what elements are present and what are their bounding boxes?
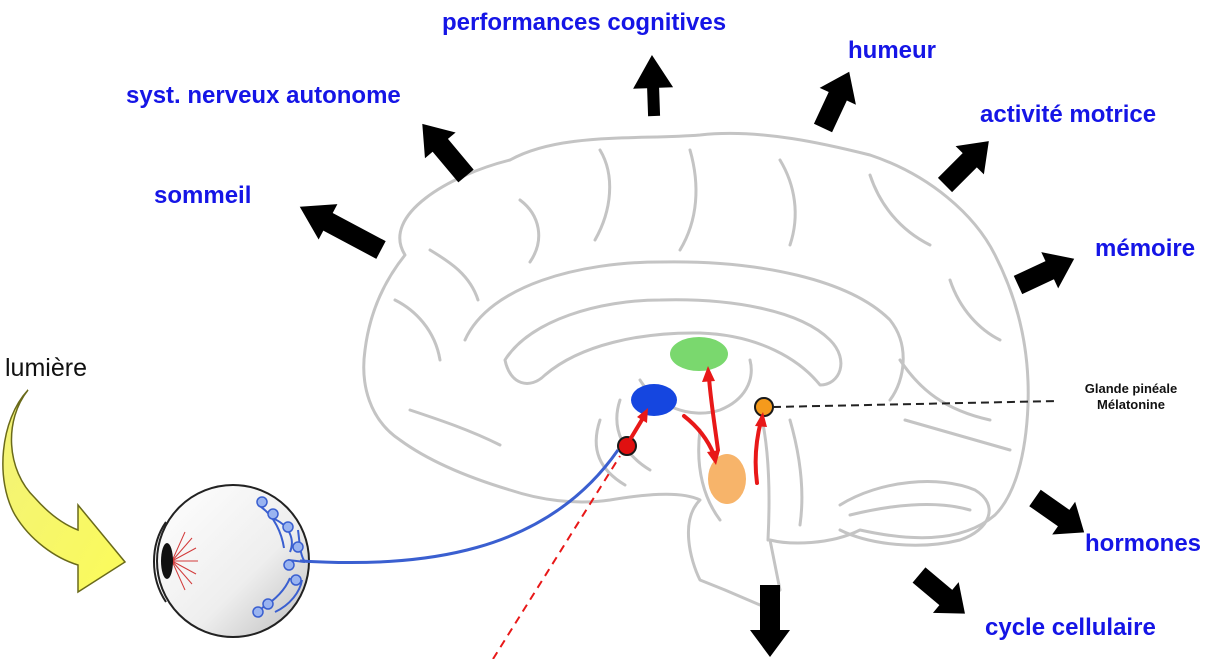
arrow-sommeil — [290, 189, 390, 268]
parieto-occipital-sulcus — [900, 360, 990, 420]
label-memoire: mémoire — [1095, 237, 1195, 261]
sulcus-8 — [395, 300, 440, 360]
green-nucleus — [670, 337, 728, 371]
cerebellum-folia — [850, 505, 970, 515]
cingulate-sulcus — [465, 262, 903, 400]
arrow-cycle — [906, 560, 978, 629]
label-sommeil: sommeil — [154, 184, 251, 208]
label-cycle: cycle cellulaire — [985, 616, 1156, 640]
red-dashed-line — [493, 456, 620, 659]
sulcus-5 — [870, 175, 930, 245]
eye — [154, 485, 309, 637]
arrow-systeme — [407, 111, 481, 189]
sulcus-6 — [950, 280, 1000, 340]
arrow-memoire — [1010, 241, 1083, 303]
label-lumiere: lumière — [5, 356, 87, 381]
sulcus-9 — [410, 410, 500, 445]
pineal-pointer-line — [773, 401, 1058, 407]
pineal-gland — [755, 398, 773, 416]
label-systeme: syst. nerveux autonome — [126, 84, 401, 108]
sulcus-1 — [520, 200, 539, 262]
label-melatonine: Mélatonine — [1050, 397, 1212, 413]
red-dot — [618, 437, 636, 455]
blue-nucleus — [631, 384, 677, 416]
corpus-callosum — [505, 300, 841, 385]
sulcus-3 — [680, 150, 696, 250]
optic-nerve — [300, 450, 618, 563]
sulcus-7 — [430, 250, 478, 300]
label-activite: activité motrice — [980, 103, 1156, 127]
light-arrow — [3, 390, 125, 592]
brainstem-left — [760, 410, 769, 540]
label-glande: Glande pinéale — [1050, 381, 1212, 397]
label-performances: performances cognitives — [442, 11, 726, 35]
arrow-performances — [632, 54, 674, 116]
sulcus-4 — [780, 160, 795, 245]
calcarine-sulcus — [905, 420, 1010, 450]
arrow-humeur — [805, 63, 867, 136]
label-humeur: humeur — [848, 39, 936, 63]
arrow-activite — [931, 127, 1003, 199]
path-stem-to-pineal — [756, 421, 761, 483]
pupil — [161, 543, 173, 579]
label-hormones: hormones — [1085, 532, 1201, 556]
sulcus-2 — [595, 150, 610, 240]
path-dot-to-blue — [631, 418, 643, 438]
pineal-label: Glande pinéale Mélatonine — [1050, 381, 1212, 414]
arrow-brainstem — [750, 585, 790, 657]
brainstem-right — [790, 420, 802, 525]
